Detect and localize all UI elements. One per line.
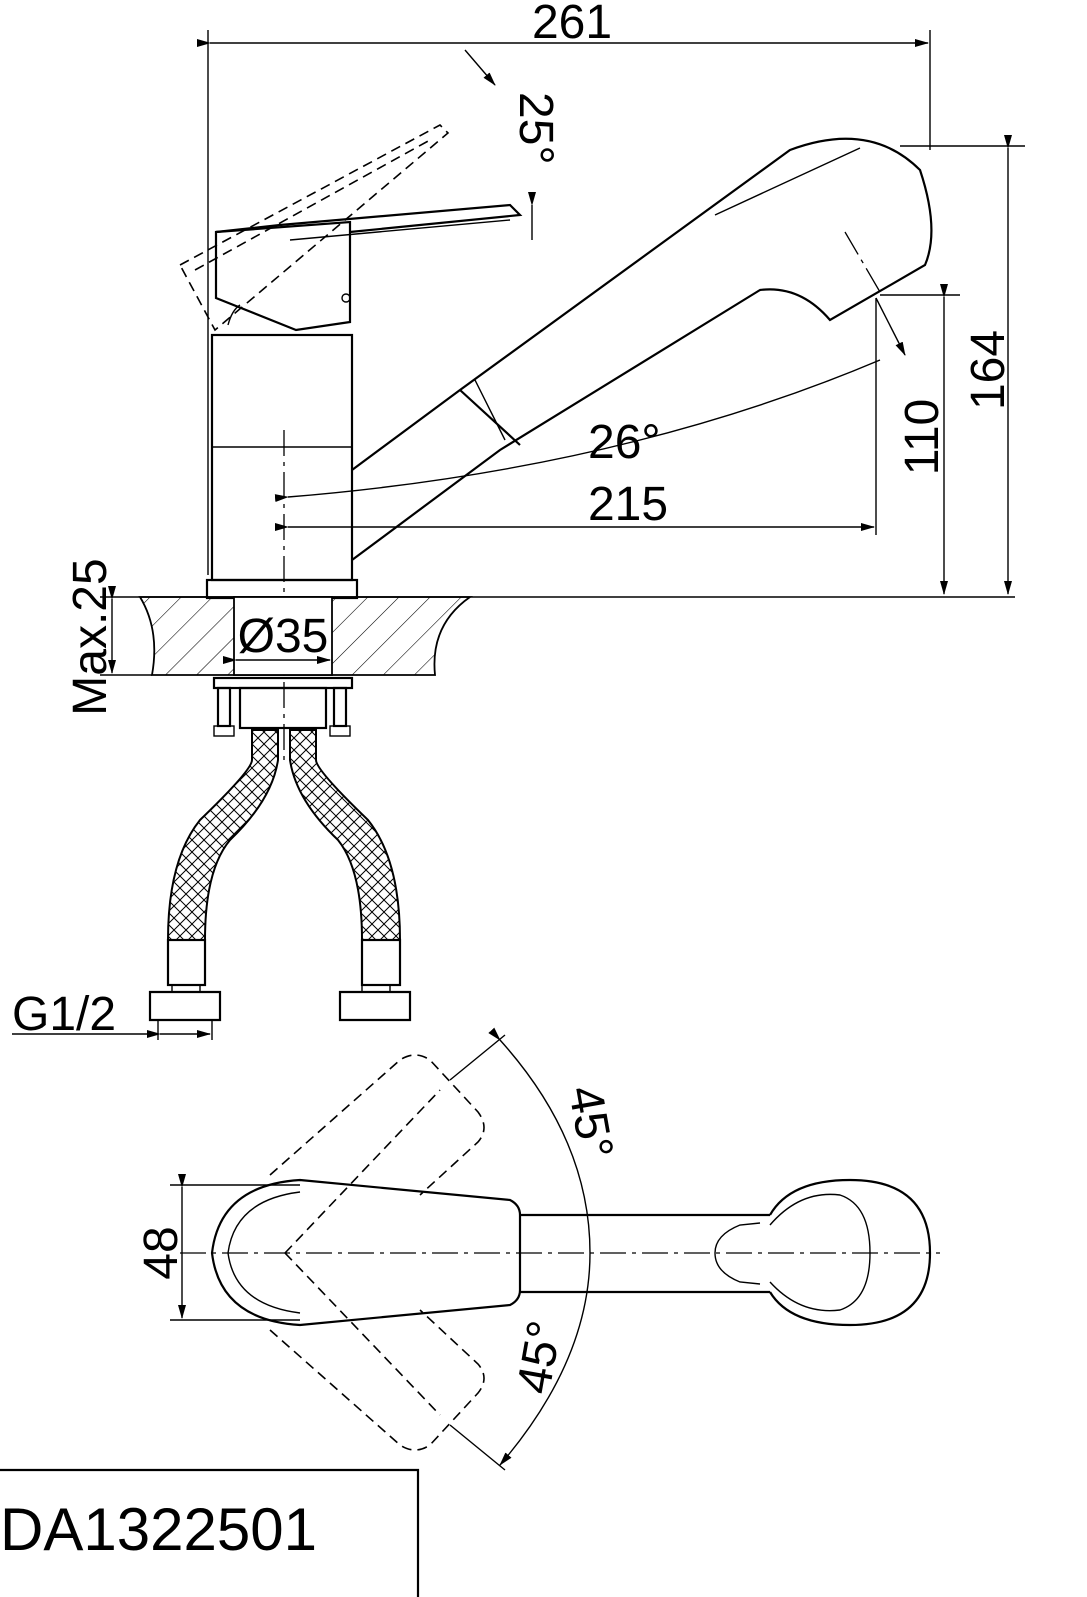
thread-dimension: G1/2: [12, 988, 213, 1041]
spout-height-label: 110: [896, 399, 949, 476]
model-code: DA1322501: [0, 1496, 317, 1563]
spout-height-dimension: 110: [880, 284, 960, 595]
rotation-left-label: 45°: [558, 1082, 623, 1163]
spout-reach-label: 215: [588, 478, 668, 531]
rotation-right-label: 45°: [507, 1317, 572, 1398]
side-view: 261 25°: [12, 0, 1025, 1041]
height-dimension: 164: [900, 135, 1025, 595]
handle-body: [214, 203, 523, 332]
lever-angle-label: 25°: [509, 92, 562, 165]
lever-angle-dimension: 25°: [464, 49, 562, 240]
handle-width-dimension: 48: [135, 1174, 300, 1321]
countertop-section: Max.25 Ø35: [64, 558, 1015, 716]
mounting-hardware: [212, 676, 354, 737]
spout-angle-label: 26°: [588, 416, 661, 469]
thread-label: G1/2: [12, 988, 116, 1041]
handle-width-label: 48: [135, 1226, 188, 1279]
rotation-dimensions: 45° 45°: [449, 1027, 623, 1471]
spout-reach-dimension: 215: [275, 298, 877, 535]
width-dimension: 261: [197, 0, 931, 575]
height-label: 164: [962, 330, 1015, 410]
lever-raised-outline: [178, 124, 450, 332]
width-label: 261: [532, 0, 612, 49]
flexible-hoses: [148, 729, 412, 1022]
spout-angle-dimension: 26°: [274, 297, 906, 503]
spout: [351, 137, 933, 561]
top-view: 48 45° 45°: [135, 1027, 940, 1471]
faucet-body: [205, 333, 359, 600]
diameter-label: Ø35: [238, 610, 329, 663]
handle-rotated-outlines: [269, 1054, 485, 1451]
title-block: DA1322501: [0, 1468, 420, 1597]
thickness-label: Max.25: [64, 558, 117, 715]
